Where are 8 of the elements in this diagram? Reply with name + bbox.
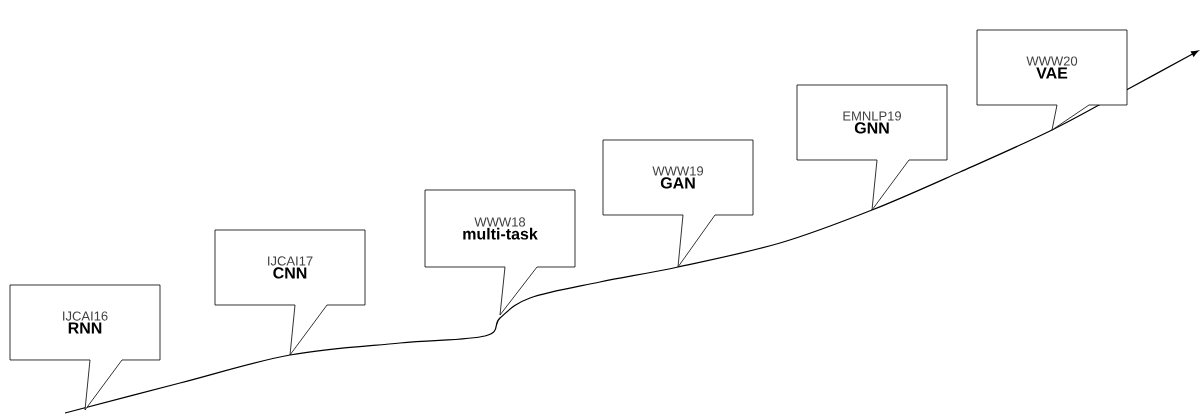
node-label: IJCAI16 <box>63 311 108 321</box>
callout-box: EMNLP19 GNN <box>796 84 948 211</box>
callout-box: IJCAI16 RNN <box>9 284 161 411</box>
callout-box: WWW20 VAE <box>976 29 1128 131</box>
node-label: RNN <box>68 322 102 334</box>
callout-box: IJCAI17 CNN <box>214 229 366 356</box>
callout-box: WWW19 GAN <box>602 139 754 268</box>
callout-box: WWW18 multi-task <box>424 189 576 316</box>
